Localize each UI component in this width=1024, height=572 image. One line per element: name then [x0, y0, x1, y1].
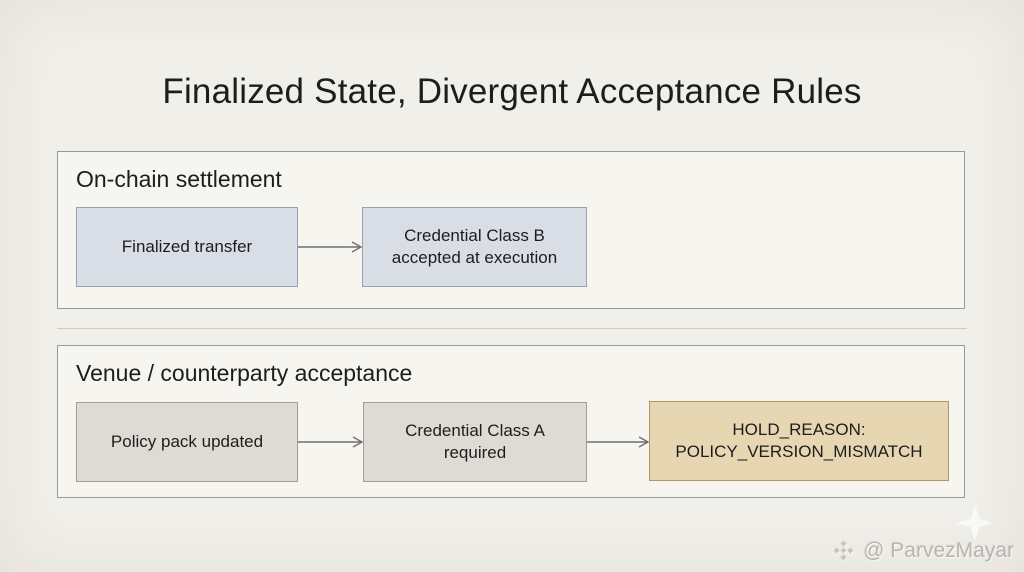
sparkle-icon — [956, 504, 994, 542]
watermark-handle: @ ParvezMayar — [863, 538, 1014, 562]
flow-arrow-icon — [298, 436, 364, 448]
section-divider — [57, 328, 967, 329]
panel-onchain-label: On-chain settlement — [76, 166, 282, 192]
flow-arrow-icon — [298, 241, 363, 253]
node-hold-reason: HOLD_REASON: POLICY_VERSION_MISMATCH — [649, 401, 949, 481]
panel-onchain-settlement: On-chain settlement Finalized transfer C… — [57, 151, 965, 309]
panel-venue-label: Venue / counterparty acceptance — [76, 360, 413, 386]
watermark: @ ParvezMayar — [831, 538, 1014, 563]
node-credential-class-b: Credential Class B accepted at execution — [362, 207, 587, 287]
page-title: Finalized State, Divergent Acceptance Ru… — [162, 72, 862, 112]
flow-arrow-icon — [587, 436, 650, 448]
panel-venue-acceptance: Venue / counterparty acceptance Policy p… — [57, 345, 965, 498]
node-finalized-transfer: Finalized transfer — [76, 207, 298, 287]
node-policy-pack-updated: Policy pack updated — [76, 402, 298, 482]
diamond-logo-icon — [833, 540, 854, 561]
node-credential-class-a: Credential Class A required — [363, 402, 587, 482]
